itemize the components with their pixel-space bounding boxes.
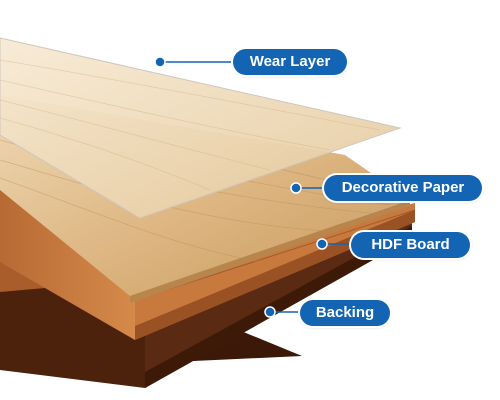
backing-label: Backing xyxy=(300,300,390,326)
wear-layer-label: Wear Layer xyxy=(233,49,347,75)
leader-line-wear xyxy=(154,56,235,68)
leader-line-hdf xyxy=(316,238,352,250)
wear-layer-sheet xyxy=(0,37,402,219)
hdf-board-label: HDF Board xyxy=(351,232,470,258)
leader-line-decorative xyxy=(290,182,325,194)
leader-line-backing xyxy=(264,306,300,318)
decorative-paper-label: Decorative Paper xyxy=(324,175,482,201)
